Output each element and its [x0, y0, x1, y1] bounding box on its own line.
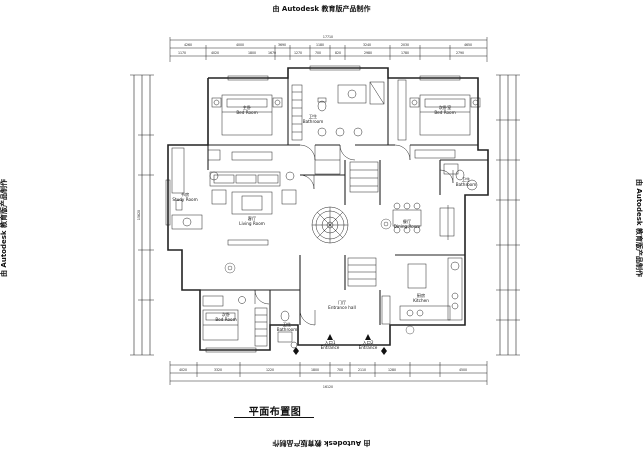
plants [224, 218, 415, 335]
bed-ne [397, 79, 481, 159]
left-dimensions [130, 74, 154, 356]
room-bed-nw-zh: 主卧 [243, 104, 251, 111]
bed-sw [202, 295, 268, 347]
dim-top2-seg-3: 1800 [248, 51, 256, 55]
dim-bottom-seg-6: 2110 [358, 368, 366, 372]
dim-top-seg-2: 4000 [236, 43, 244, 47]
dim-top2-seg-4: 1670 [268, 51, 276, 55]
room-study-en: Study Room [172, 197, 197, 202]
room-bed-ne-zh: 次卧室 [439, 104, 452, 111]
dim-top2-seg-5: 1270 [294, 51, 302, 55]
dim-top2-seg-9: 1780 [401, 51, 409, 55]
dim-top-seg-7: 4650 [464, 43, 472, 47]
room-bed-ne-en: Bed Room [434, 110, 455, 115]
entrance-1-en: Entrance [321, 345, 340, 350]
bath-top-fixtures [291, 81, 385, 141]
dim-left-total: 15620 [137, 210, 141, 220]
dim-top-total: 17710 [323, 35, 333, 39]
study-furniture [171, 147, 203, 230]
dim-bottom-seg-7: 1280 [388, 368, 396, 372]
dim-top2-seg-8: 2980 [364, 51, 372, 55]
room-bath-right-en: Bathroom [456, 182, 477, 187]
dim-bottom-seg-2: 3320 [214, 368, 222, 372]
entrance-1-zh: 入口1 [324, 340, 335, 345]
room-bed-nw-en: Bed Room [236, 110, 257, 115]
room-bath-bottom-zh: 卫生 [283, 321, 291, 327]
room-living-en: Living Room [239, 221, 265, 226]
dim-bottom-seg-8: 4500 [459, 368, 467, 372]
entrance-2-en: Entrance [359, 345, 378, 350]
windows [165, 65, 461, 353]
room-kitchen-zh: 厨房 [417, 292, 425, 299]
dim-top-seg-3: 3690 [278, 43, 286, 47]
room-study-zh: 书房 [181, 191, 189, 198]
room-bath-right-zh: 卫生 [462, 176, 470, 182]
room-kitchen-en: Kitchen [413, 298, 429, 303]
room-bed-sw-zh: 次卧 [222, 311, 230, 318]
kitchen-fixtures [399, 257, 463, 321]
dim-bottom-seg-3: 1220 [266, 368, 274, 372]
dim-bottom-seg-1: 4020 [179, 368, 187, 372]
room-dining-en: Dining Room [394, 224, 421, 229]
dim-top2-seg-7: 820 [335, 51, 341, 55]
dim-top-seg-4: 1180 [316, 43, 324, 47]
foyer-rosette [311, 206, 349, 244]
entrance-2-zh: 入口2 [362, 340, 373, 345]
room-bed-sw-en: Bed Room [215, 317, 236, 322]
bath-right-fixtures [443, 163, 478, 191]
room-bath-top-en: Bathroom [303, 119, 324, 124]
right-dimensions [496, 74, 520, 356]
bottom-dimensions [169, 361, 488, 385]
dim-bottom-seg-5: 700 [337, 368, 343, 372]
dim-top2-seg-6: 700 [315, 51, 321, 55]
dim-top2-seg-2: 4020 [211, 51, 219, 55]
dim-bottom-total: 16120 [323, 385, 333, 389]
room-bath-bottom-en: Bathroom [277, 327, 298, 332]
room-bath-top-zh: 卫生 [309, 113, 317, 119]
bath-bottom-fixtures [277, 310, 298, 349]
plan-title: 平面布置图 [248, 407, 302, 418]
room-living-zh: 客厅 [248, 215, 256, 222]
dim-top2-seg-1: 1170 [178, 51, 186, 55]
dining-table [392, 202, 455, 240]
bed-nw [207, 94, 283, 161]
entrance-markers [293, 334, 387, 355]
room-entrance-hall-en: Entrance hall [328, 305, 356, 310]
top-dimensions [169, 37, 488, 62]
watermark-top: 由 Autodesk 教育版产品制作 [272, 5, 371, 13]
interior-walls [200, 78, 488, 325]
dim-top-seg-6: 2030 [401, 43, 409, 47]
living-furniture [209, 171, 297, 246]
dim-top-seg-5: 3240 [363, 43, 371, 47]
storage-cabinets [314, 159, 391, 325]
room-dining-zh: 餐厅 [403, 218, 411, 225]
plan-title-underline [234, 417, 314, 418]
room-entrance-hall-zh: 门厅 [338, 299, 346, 306]
dim-bottom-seg-4: 1800 [311, 368, 319, 372]
dim-top-seg-1: 4260 [184, 43, 192, 47]
dim-top2-seg-10: 2790 [456, 51, 464, 55]
